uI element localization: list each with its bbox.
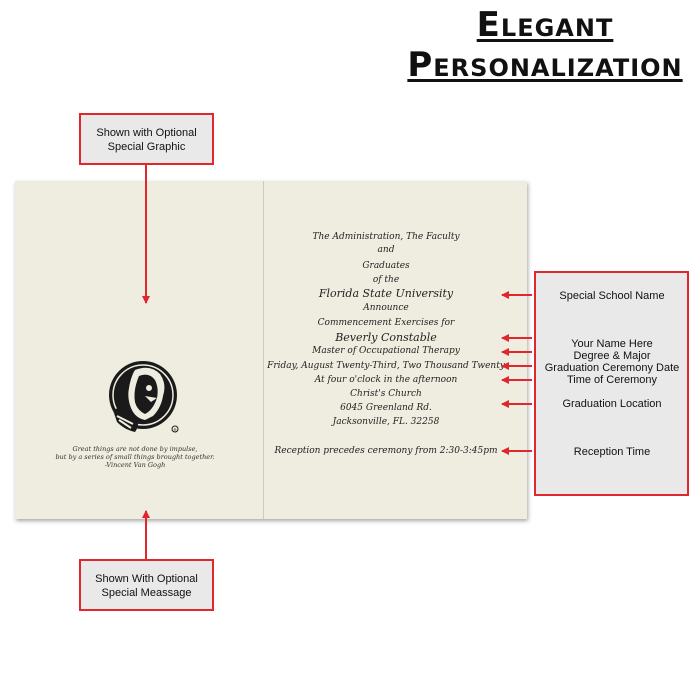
title-line-2: Personalization bbox=[407, 45, 683, 85]
invitation-card: R bbox=[15, 181, 527, 519]
quote-author: -Vincent Van Gogh bbox=[104, 461, 166, 469]
inv-graduate-name: Beverly Constable bbox=[335, 331, 437, 344]
label-location: Graduation Location bbox=[562, 398, 662, 410]
svg-text:R: R bbox=[174, 427, 177, 432]
inv-reception: Reception precedes ceremony from 2:30-3:… bbox=[274, 446, 498, 456]
inv-date: Friday, August Twenty-Third, Two Thousan… bbox=[267, 361, 505, 371]
page-title: Elegant Personalization bbox=[400, 8, 690, 82]
inv-line-commencement: Commencement Exercises for bbox=[317, 318, 455, 328]
label-degree: Degree & Major bbox=[573, 350, 651, 362]
callout-fields-box bbox=[534, 271, 689, 496]
label-school-name: Special School Name bbox=[559, 290, 665, 302]
seminole-head-logo-icon: R bbox=[109, 361, 179, 433]
card-fold bbox=[263, 181, 264, 519]
inv-line-administration: The Administration, The Faculty bbox=[312, 232, 460, 242]
inv-line-graduates: Graduates bbox=[362, 261, 410, 271]
inv-line-of-the: of the bbox=[372, 275, 400, 285]
callout-message-line-1: Shown With Optional bbox=[95, 573, 198, 585]
callout-special-graphic: Shown with Optional Special Graphic bbox=[79, 113, 214, 165]
inv-degree: Master of Occupational Therapy bbox=[312, 346, 460, 356]
inv-school-name: Florida State University bbox=[318, 287, 454, 300]
label-name: Your Name Here bbox=[571, 338, 653, 350]
inv-venue: Christ's Church bbox=[350, 389, 422, 399]
inv-line-announce: Announce bbox=[363, 303, 409, 313]
quote-line-2: but by a series of small things brought … bbox=[55, 453, 215, 461]
quote-line-1: Great things are not done by impulse, bbox=[72, 445, 198, 453]
inv-time: At four o'clock in the afternoon bbox=[314, 375, 458, 385]
callout-message-line-2: Special Meassage bbox=[101, 587, 192, 599]
inv-city: Jacksonville, FL. 32258 bbox=[332, 417, 440, 427]
callout-graphic-line-2: Special Graphic bbox=[107, 141, 186, 153]
title-line-1: Elegant bbox=[476, 5, 614, 45]
label-reception-time: Reception Time bbox=[573, 446, 651, 458]
inv-line-and: and bbox=[377, 245, 395, 255]
label-ceremony-date: Graduation Ceremony Date bbox=[544, 362, 680, 374]
callout-graphic-line-1: Shown with Optional bbox=[96, 127, 197, 139]
callout-special-message: Shown With Optional Special Meassage bbox=[79, 559, 214, 611]
label-ceremony-time: Time of Ceremony bbox=[566, 374, 658, 386]
inv-address: 6045 Greenland Rd. bbox=[340, 403, 432, 413]
